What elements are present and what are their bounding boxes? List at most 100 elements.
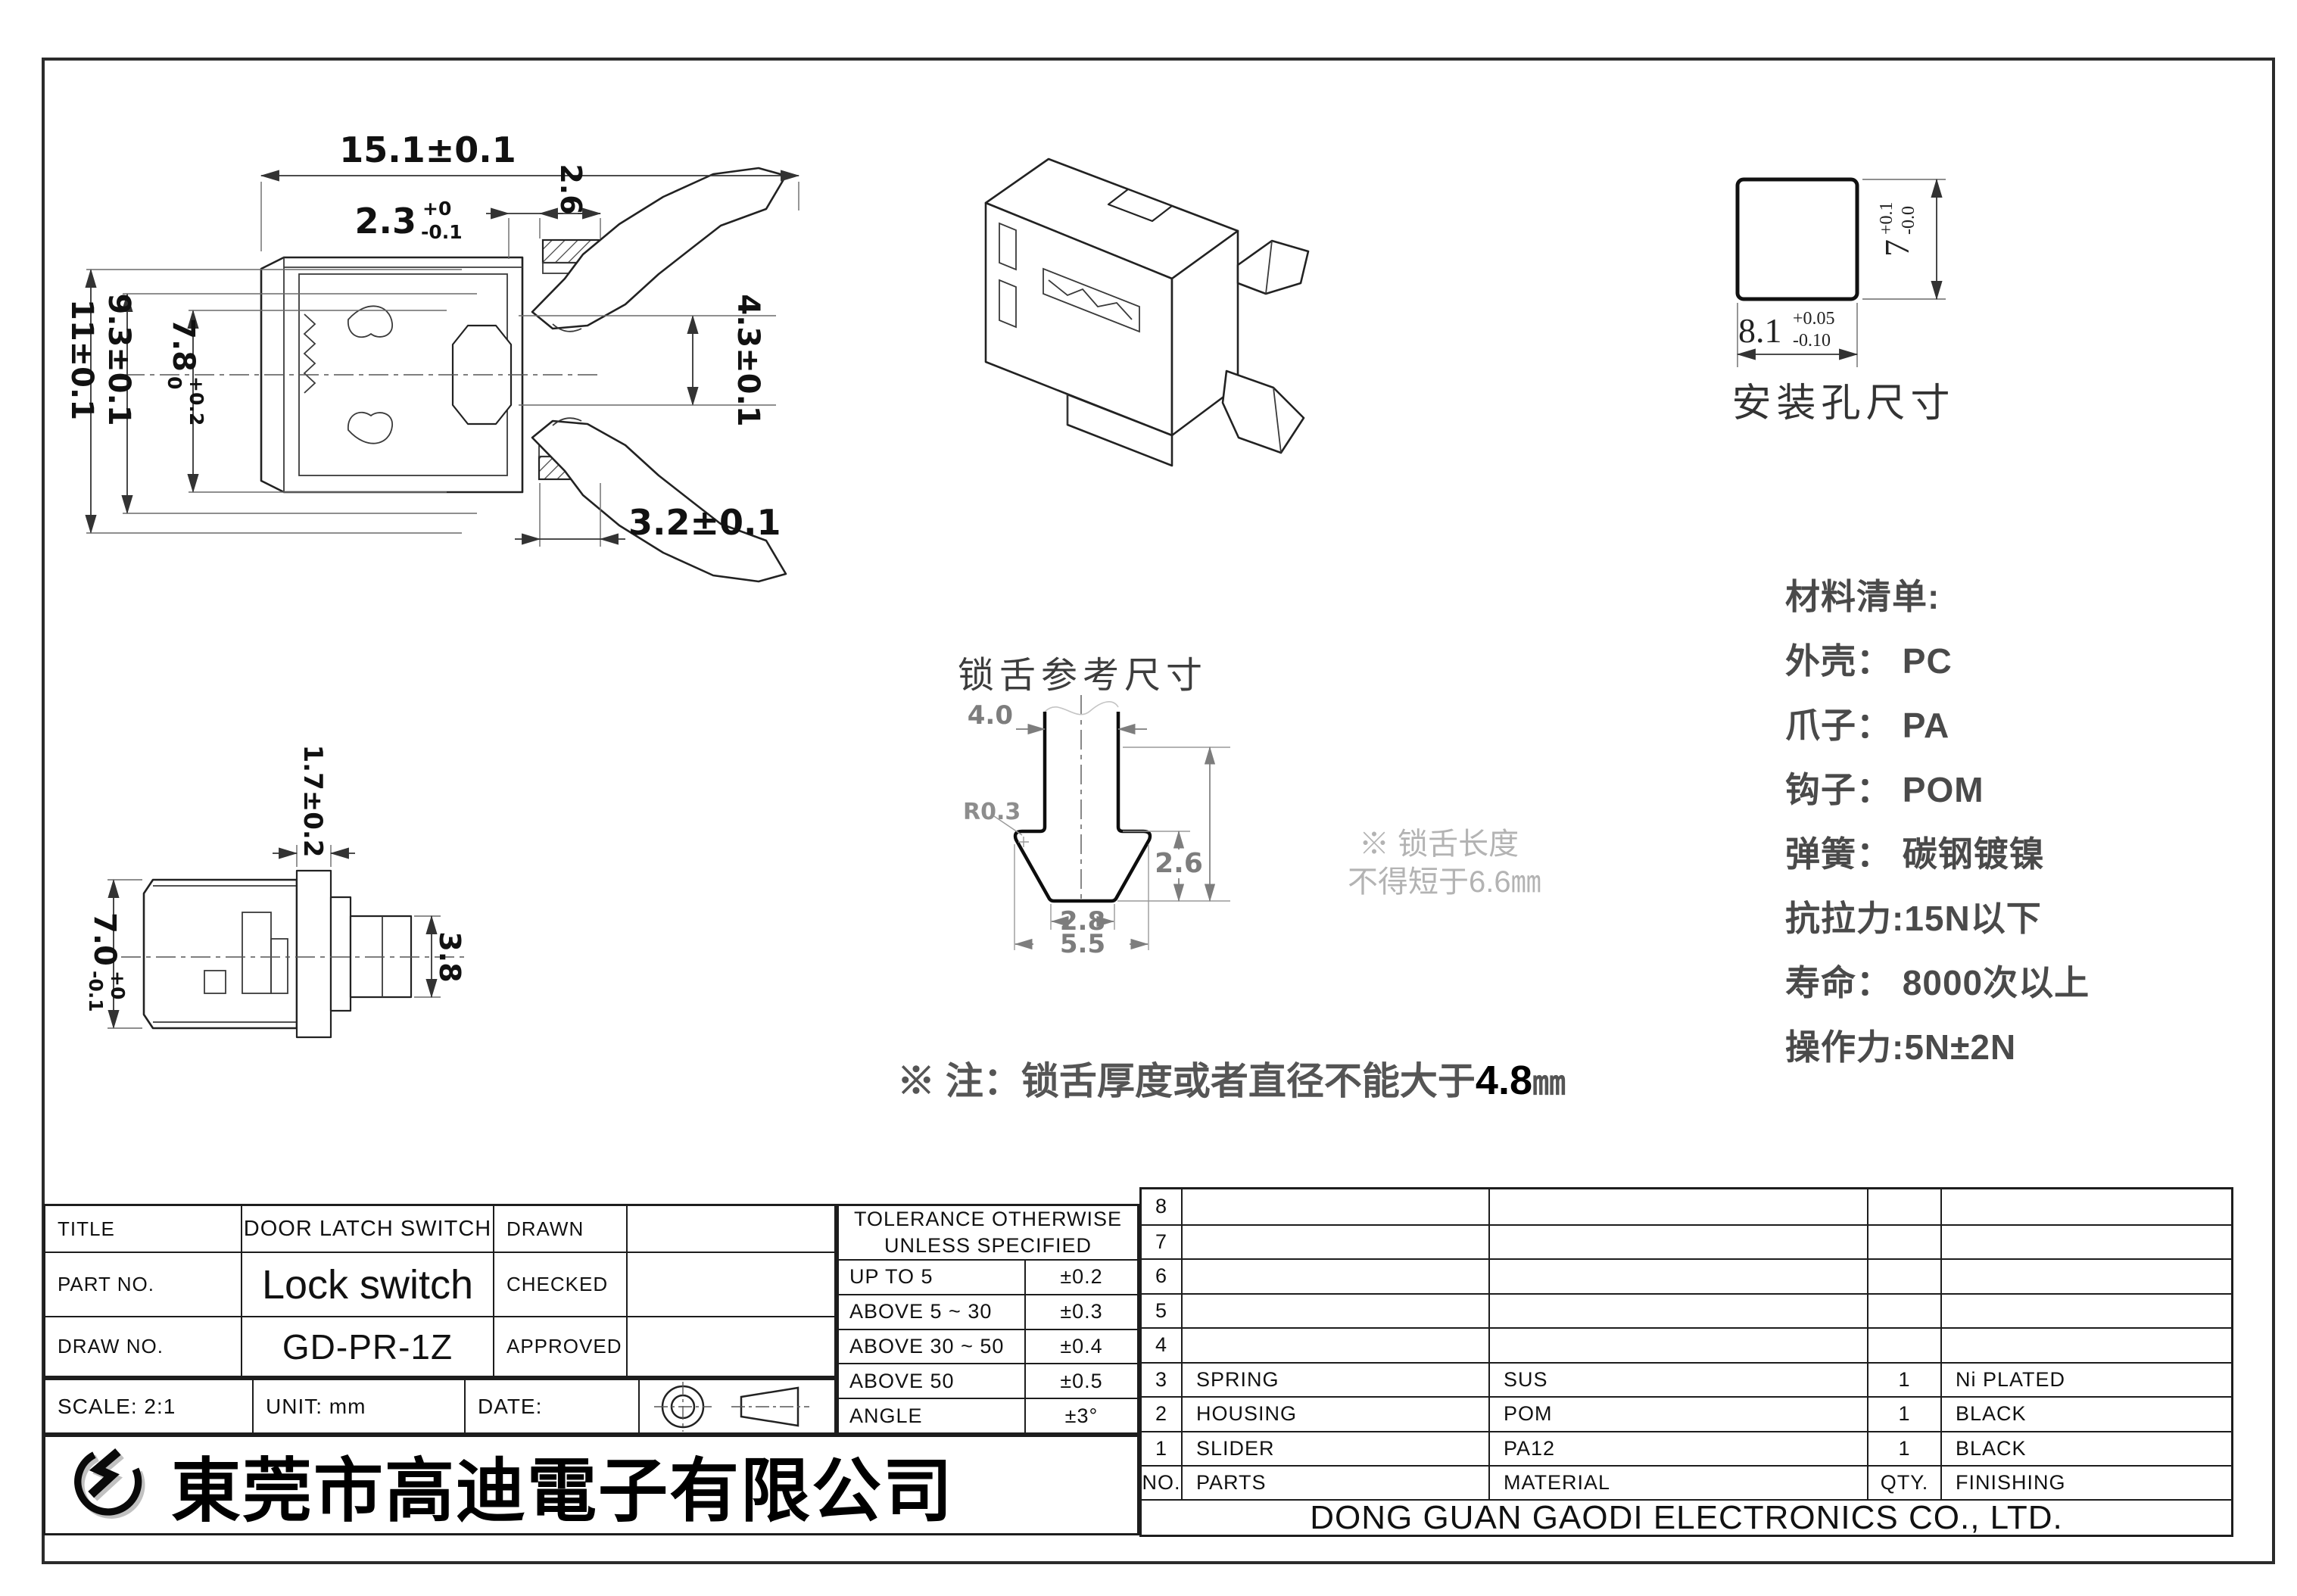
claw-wing-upper [531, 167, 787, 330]
tolerance-value: ±0.3 [1024, 1293, 1137, 1329]
dim-hole-height: 7 [1878, 239, 1916, 257]
dim-r0-3: R0.3 [963, 799, 1021, 825]
dim-2-6: 2.6 [554, 164, 587, 214]
dim-7-8-up: +0.2 [185, 376, 207, 425]
dim-hole-height-up: +0.1 [1877, 201, 1897, 235]
parts-material: PA12 [1488, 1430, 1867, 1465]
material-line: 寿命： 8000次以上 [1785, 963, 2090, 1002]
parts-no: 6 [1142, 1258, 1181, 1293]
dim-4-3: 4.3±0.1 [731, 294, 765, 426]
parts-name [1181, 1292, 1488, 1327]
projection-symbol-icon [653, 1381, 809, 1432]
iso-slot-2 [999, 279, 1017, 329]
dim-1-7: 1.7±0.2 [298, 745, 328, 858]
material-line: 外壳： PC [1785, 641, 1953, 681]
tolerance-range: ABOVE 30 ~ 50 [839, 1328, 1024, 1364]
approved-label: APPROVED [493, 1316, 626, 1376]
tongue-outline [1013, 712, 1152, 903]
iso-claw-lower [1221, 369, 1305, 454]
dim-11: 11±0.1 [64, 299, 99, 420]
checked-value [626, 1252, 834, 1316]
dim-7-0: 7.0 [87, 912, 122, 966]
parts-material [1488, 1258, 1867, 1293]
checked-label: CHECKED [493, 1252, 626, 1316]
material-line: 爪子： PA [1785, 706, 1950, 745]
parts-table: 8 7 6 5 4 3 SPRING SUS 1 Ni PLATED 2 HOU… [1139, 1187, 2233, 1537]
part-no-value: Lock switch [241, 1252, 493, 1316]
dim-2-3-up: +0 [422, 198, 451, 220]
latch-hook-lower [348, 411, 393, 444]
part-no-label: PART NO. [45, 1252, 241, 1316]
tolerance-range: ANGLE [839, 1398, 1024, 1432]
parts-no: 3 [1142, 1361, 1181, 1397]
tongue-length-note-line1: ※ 锁舌长度 [1359, 828, 1519, 861]
tolerance-value: ±0.5 [1024, 1363, 1137, 1398]
tolerance-range: ABOVE 50 [839, 1363, 1024, 1398]
tolerance-header-line1: TOLERANCE OTHERWISE [853, 1207, 1123, 1230]
drawn-value [626, 1206, 834, 1252]
parts-name [1181, 1258, 1488, 1293]
side-body [142, 878, 298, 1030]
tolerance-table: TOLERANCE OTHERWISE UNLESS SPECIFIED UP … [837, 1204, 1139, 1435]
parts-qty [1867, 1189, 1940, 1224]
side-view-drawing: 7.0 +0 -0.1 1.7±0.2 3.8 [85, 745, 469, 1039]
company-name-en: DONG GUAN GAODI ELECTRONICS CO., LTD. [1142, 1499, 2231, 1535]
tongue-title: 锁舌参考尺寸 [958, 656, 1208, 696]
parts-name: SLIDER [1181, 1430, 1488, 1465]
parts-qty [1867, 1292, 1940, 1327]
dim-hole-width-up: +0.05 [1793, 309, 1835, 329]
parts-name: SPRING [1181, 1361, 1488, 1396]
drawn-label: DRAWN [493, 1206, 626, 1252]
parts-finish: BLACK [1940, 1396, 2231, 1431]
dim-9-3: 9.3±0.1 [101, 293, 136, 425]
parts-material: SUS [1488, 1361, 1867, 1396]
date-value: DATE: [464, 1380, 638, 1432]
parts-name: HOUSING [1181, 1396, 1488, 1431]
parts-qty [1867, 1223, 1940, 1258]
parts-material: POM [1488, 1396, 1867, 1431]
parts-header-material: MATERIAL [1488, 1465, 1867, 1499]
dim-2-8: 2.8 [1060, 906, 1105, 937]
side-step [329, 896, 352, 1012]
iso-top-tab [1107, 188, 1173, 223]
parts-header-qty: QTY. [1867, 1465, 1940, 1499]
tolerance-range: UP TO 5 [839, 1259, 1024, 1294]
dim-5-5: 5.5 [1060, 929, 1105, 959]
dim-7-0-dn: -0.1 [85, 971, 107, 1012]
dim-3-2: 3.2±0.1 [628, 502, 781, 543]
parts-qty: 1 [1867, 1396, 1940, 1431]
parts-finish [1940, 1258, 2231, 1293]
parts-no: 5 [1142, 1292, 1181, 1328]
sheet-border-frame [42, 58, 2275, 1564]
parts-no: 7 [1142, 1223, 1181, 1259]
tolerance-header-line2: UNLESS SPECIFIED [884, 1234, 1092, 1257]
scale-row: SCALE: 2:1 UNIT: mm DATE: [43, 1378, 837, 1435]
approved-value [626, 1316, 834, 1376]
isometric-view-drawing [984, 157, 1310, 467]
mounting-hole-drawing: 7 +0.1 -0.0 8.1 +0.05 -0.10 安装孔尺寸 [1731, 177, 1955, 425]
dim-hole-height-dn: -0.0 [1899, 206, 1918, 235]
break-line [1044, 701, 1119, 715]
side-flange [295, 869, 332, 1039]
company-logo-icon [74, 1448, 145, 1519]
material-line: 抗拉力:15N以下 [1785, 899, 2042, 938]
material-line: 弹簧： 碳钢镀镍 [1785, 834, 2045, 874]
parts-qty [1867, 1327, 1940, 1362]
parts-material [1488, 1292, 1867, 1327]
draw-no-value: GD-PR-1Z [241, 1316, 493, 1376]
title-block: TITLE DOOR LATCH SWITCH DRAWN PART NO. L… [43, 1204, 837, 1378]
dim-width-total: 15.1±0.1 [339, 129, 516, 170]
title-value: DOOR LATCH SWITCH [241, 1206, 493, 1252]
material-line: 钩子： POM [1785, 770, 1984, 809]
dim-hole-width-dn: -0.10 [1793, 331, 1831, 351]
iso-slot-1 [999, 222, 1017, 271]
mounting-hole-caption: 安装孔尺寸 [1731, 382, 1955, 425]
title-label: TITLE [58, 1217, 115, 1240]
iso-latch-slot [1043, 267, 1140, 333]
projection-symbol-cell [638, 1380, 834, 1432]
tolerance-value: ±3° [1024, 1398, 1137, 1432]
parts-no: 8 [1155, 1195, 1168, 1218]
dim-7-8-dn: 0 [164, 376, 185, 389]
parts-no: 2 [1142, 1396, 1181, 1431]
dim-2-3-dn: -0.1 [421, 221, 463, 243]
